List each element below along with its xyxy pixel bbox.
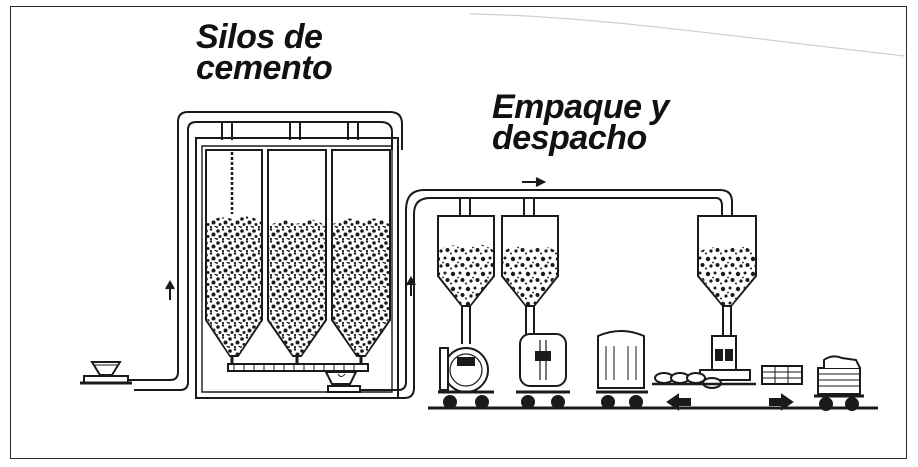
cargo-truck-icon bbox=[814, 355, 864, 411]
cement-silo-icon bbox=[267, 149, 327, 364]
tanker-truck-icon bbox=[516, 333, 570, 409]
flow-arrow-icon bbox=[406, 275, 416, 296]
diagram-frame bbox=[10, 6, 907, 459]
scan-artifact bbox=[469, 13, 906, 57]
cement-silo-icon bbox=[205, 149, 263, 364]
pneumatic-pipe-icon bbox=[360, 189, 733, 399]
flow-arrow-icon bbox=[769, 393, 794, 411]
tanker-truck-icon bbox=[438, 347, 494, 409]
conveyor-belt-icon bbox=[227, 363, 369, 372]
empaque-title: Empaque y despacho bbox=[492, 88, 669, 157]
dispatch-hopper-icon bbox=[697, 215, 757, 336]
cargo-truck-icon bbox=[596, 330, 648, 409]
flow-arrow-icon bbox=[666, 393, 691, 411]
feed-hopper-icon bbox=[324, 371, 361, 393]
cement-silo-icon bbox=[331, 149, 391, 364]
feed-hopper-icon bbox=[80, 361, 132, 385]
bag-loading-icon bbox=[652, 335, 756, 389]
flow-arrow-icon bbox=[165, 279, 175, 300]
silos-title: Silos de cemento bbox=[196, 18, 333, 87]
pallet-icon bbox=[761, 365, 803, 385]
dispatch-hopper-icon bbox=[437, 215, 495, 344]
flow-arrow-icon bbox=[522, 177, 547, 187]
dispatch-hopper-icon bbox=[501, 215, 559, 334]
